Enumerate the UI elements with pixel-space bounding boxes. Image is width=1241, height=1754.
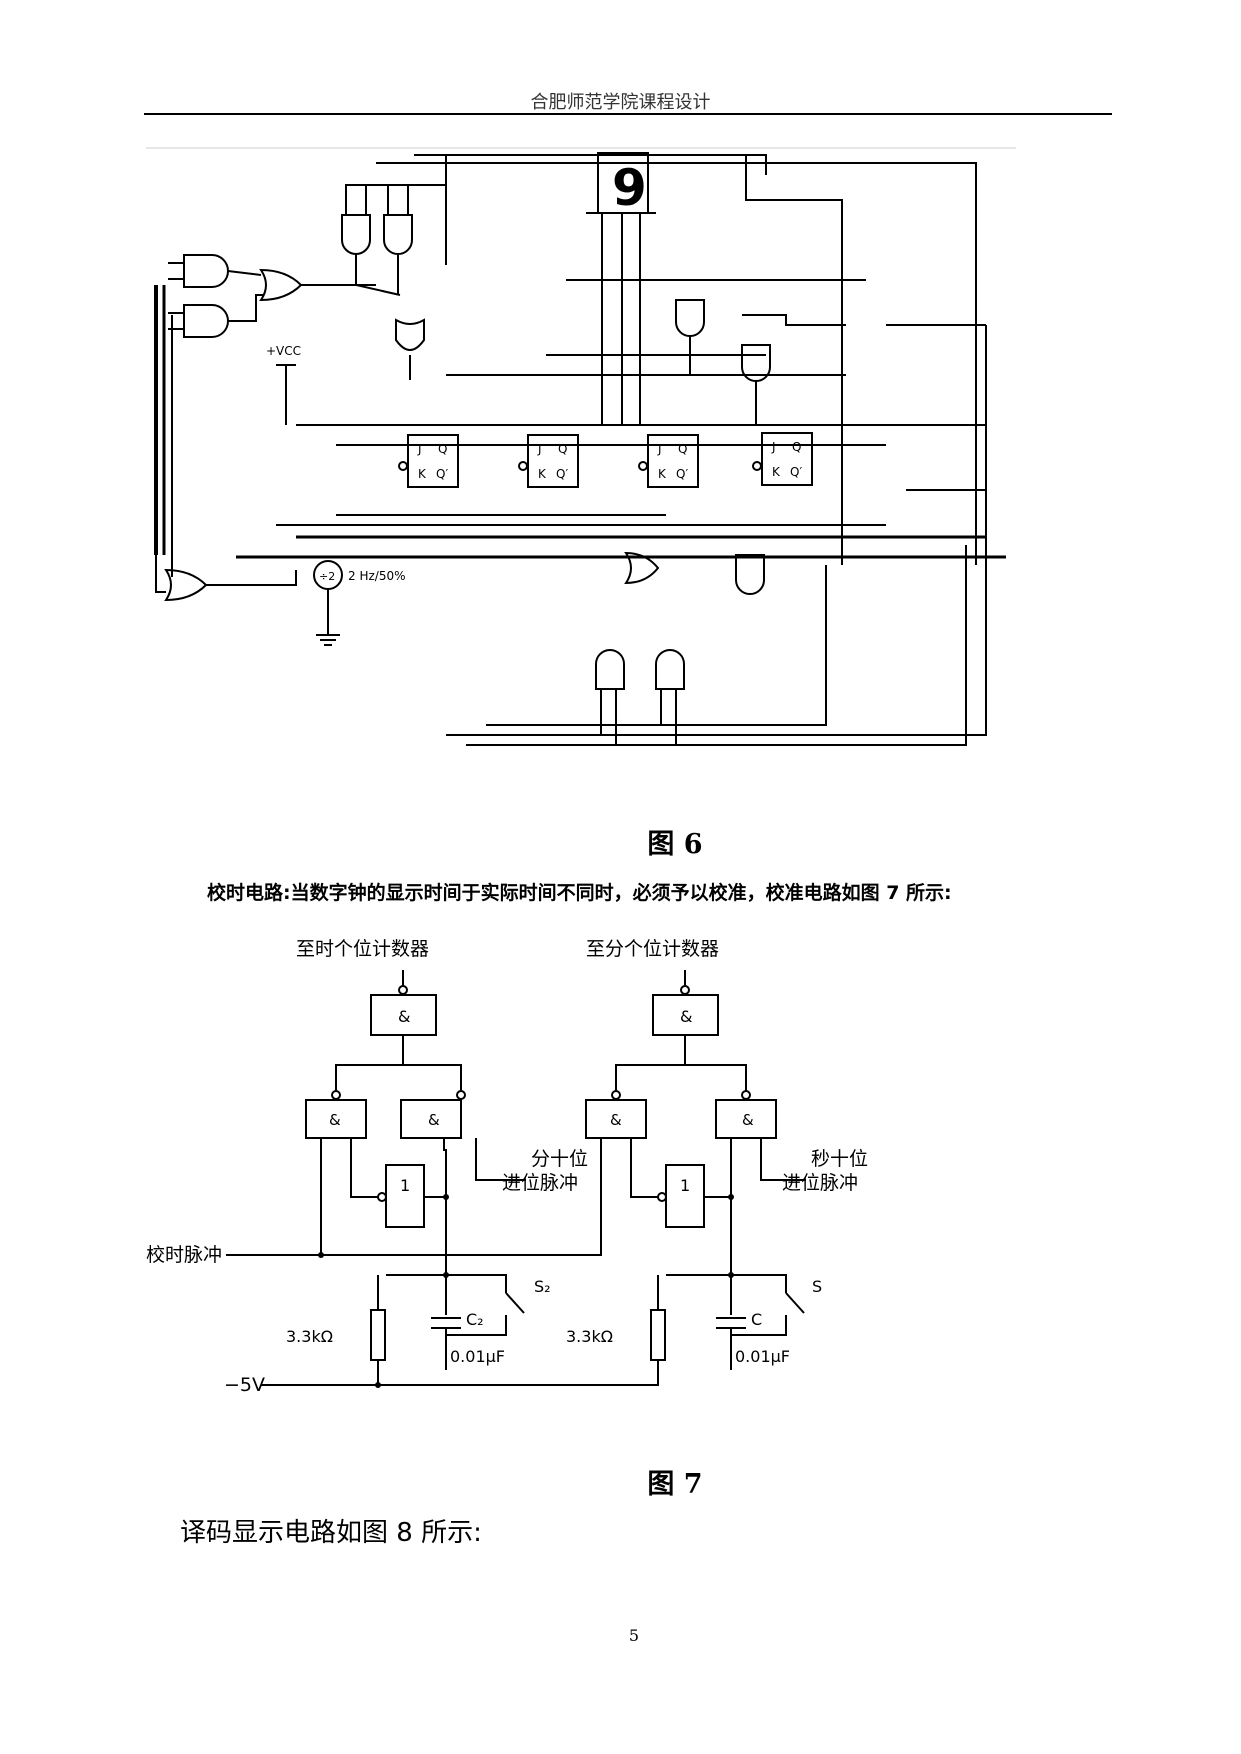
fig7-gate-top1-symbol: & [398,1007,410,1026]
fig7-label-min-counter: 至分个位计数器 [586,938,719,960]
fig7-cap-value-right: 0.01μF [735,1347,790,1366]
fig6-ff2-k: K [538,467,547,481]
fig6-ff3-k: K [658,467,667,481]
fig7-label-hour-counter: 至时个位计数器 [296,938,429,960]
fig7-min-tens-line1: 分十位 [531,1148,588,1170]
figure-6-caption: 图 6 [647,829,703,860]
fig6-ff4-k: K [772,465,781,479]
fig6-vcc-label: +VCC [266,344,301,358]
fig7-not-left-symbol: 1 [400,1176,410,1195]
fig7-gate-b-symbol: & [428,1111,440,1129]
fig7-calib-pulse-label: 校时脉冲 [146,1244,222,1266]
fig6-ff3-q: Q [678,442,687,456]
fig6-ff2-qn: Q′ [556,467,568,481]
figure-7-caption: 图 7 [647,1469,703,1500]
fig6-ff4-j: J [771,440,776,454]
fig7-supply-label: −5V [224,1374,265,1396]
fig6-clock-label: 2 Hz/50% [348,569,406,583]
fig7-cap-left: C₂ [466,1310,484,1329]
fig7-cap-right: C [751,1310,762,1329]
fig6-ff3-qn: Q′ [676,467,688,481]
figure-7-schematic: 至时个位计数器 至分个位计数器 & & & & & & 1 1 分十位 进位脉冲… [146,938,868,1396]
fig7-gate-d-symbol: & [742,1111,754,1129]
fig6-ff1-j: J [417,442,422,456]
fig7-min-tens-line2: 进位脉冲 [502,1172,578,1194]
page-number: 5 [628,1626,640,1645]
paragraph-calibration: 校时电路:当数字钟的显示时间于实际时间不同时，必须予以校准，校准电路如图 7 所… [207,882,952,904]
fig6-ff1-k: K [418,467,427,481]
fig6-divider-label: ÷2 [319,570,335,583]
figure-6-schematic: +VCC ÷2 2 Hz/50% 9 J Q K Q′ J Q K Q′ J Q… [146,147,1016,746]
fig7-sec-tens-line2: 进位脉冲 [782,1172,858,1194]
fig7-sec-tens-line1: 秒十位 [811,1148,868,1170]
fig7-gate-top2-symbol: & [680,1007,692,1026]
fig7-not-right-symbol: 1 [680,1176,690,1195]
fig7-cap-value-left: 0.01μF [450,1347,505,1366]
fig7-resistor-left: 3.3kΩ [286,1327,333,1346]
paragraph-decode-display: 译码显示电路如图 8 所示: [180,1518,482,1548]
fig6-ff1-q: Q [438,442,447,456]
fig7-switch-right: S [812,1277,822,1296]
fig7-resistor-right: 3.3kΩ [566,1327,613,1346]
fig7-switch-left: S₂ [534,1277,551,1296]
fig6-ff1-qn: Q′ [436,467,448,481]
fig6-ff4-qn: Q′ [790,465,802,479]
fig7-gate-a-symbol: & [329,1111,341,1129]
fig7-gate-c-symbol: & [610,1111,622,1129]
fig6-display-digit: 9 [612,159,647,217]
page-header-title: 合肥师范学院课程设计 [530,92,711,113]
fig6-ff2-q: Q [558,442,567,456]
fig6-ff4-q: Q [792,440,801,454]
fig6-ff2-j: J [537,442,542,456]
header-rule [144,113,1112,115]
fig6-ff3-j: J [657,442,662,456]
